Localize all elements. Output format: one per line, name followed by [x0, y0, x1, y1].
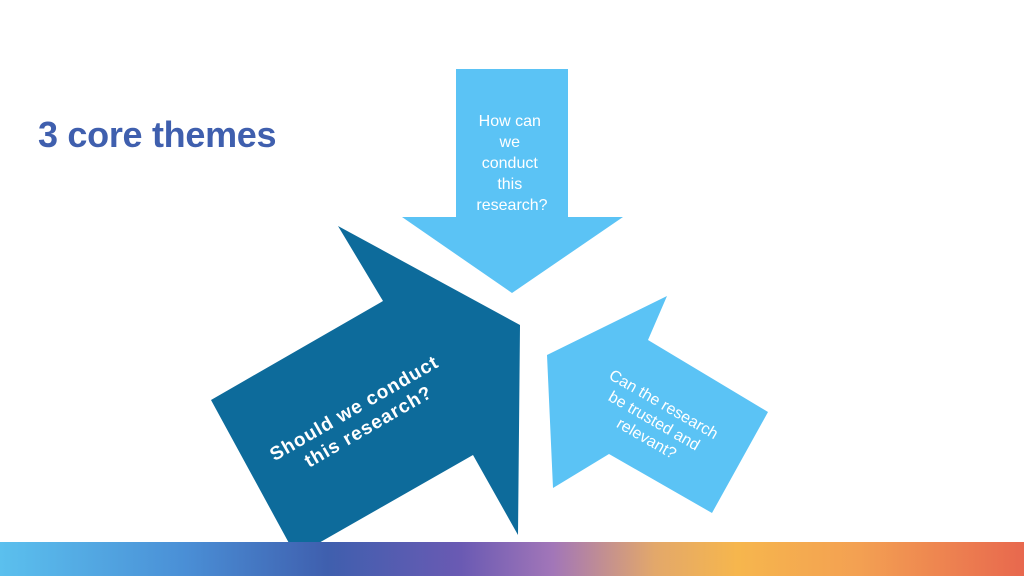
theme-arrow-right-shape: [547, 296, 768, 513]
theme-arrow-left-shape: [211, 226, 520, 556]
theme-arrow-left: Should we conduct this research?: [211, 226, 520, 556]
slide-title: 3 core themes: [38, 114, 277, 155]
bottom-gradient-bar: [0, 542, 1024, 576]
theme-arrow-right: Can the research be trusted and relevant…: [547, 296, 768, 513]
theme-top-line-3: conduct: [482, 155, 539, 172]
theme-top-label: How can we conduct this research?: [476, 113, 547, 214]
theme-arrow-top-shape: [402, 69, 623, 293]
theme-top-line-4: this: [497, 176, 522, 193]
theme-arrow-top: How can we conduct this research?: [402, 69, 623, 293]
theme-top-line-5: research?: [476, 197, 547, 214]
theme-top-line-1: How can: [479, 113, 541, 130]
theme-top-line-2: we: [499, 134, 521, 151]
